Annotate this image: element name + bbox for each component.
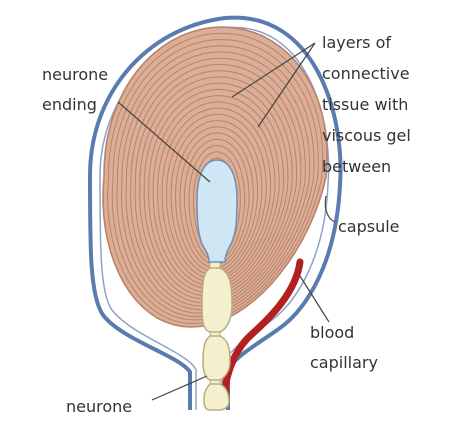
leader-line-layers xyxy=(231,42,316,98)
label-line: ending xyxy=(42,95,97,114)
neurone-myelin-segment xyxy=(203,383,230,411)
leader-line-blood-capillary xyxy=(299,275,330,323)
leader-line-layers xyxy=(257,42,316,128)
neurone-myelin-segment xyxy=(202,335,231,381)
label-line: between xyxy=(322,157,391,176)
leader-line-capsule xyxy=(324,195,336,223)
label-line: neurone xyxy=(42,65,108,84)
label-layers-of-connective-tissue: layers of connective tissue with viscous… xyxy=(322,33,416,176)
blood-capillary xyxy=(222,258,304,406)
leader-line-neurone-ending xyxy=(117,101,211,183)
label-line: capillary xyxy=(310,353,378,372)
label-neurone: neurone xyxy=(66,397,132,416)
label-line: viscous gel xyxy=(322,126,411,145)
neurone-myelin-segment xyxy=(201,267,233,333)
label-line: connective xyxy=(322,64,410,83)
leader-line-neurone xyxy=(151,375,208,401)
label-line: tissue with xyxy=(322,95,408,114)
label-neurone-ending: neurone ending xyxy=(42,65,113,114)
label-blood-capillary: blood capillary xyxy=(310,323,378,372)
leader-lines xyxy=(117,42,336,401)
label-line: blood xyxy=(310,323,354,342)
neurone-ending xyxy=(196,159,238,263)
label-line: layers of xyxy=(322,33,391,52)
label-capsule: capsule xyxy=(338,217,400,236)
